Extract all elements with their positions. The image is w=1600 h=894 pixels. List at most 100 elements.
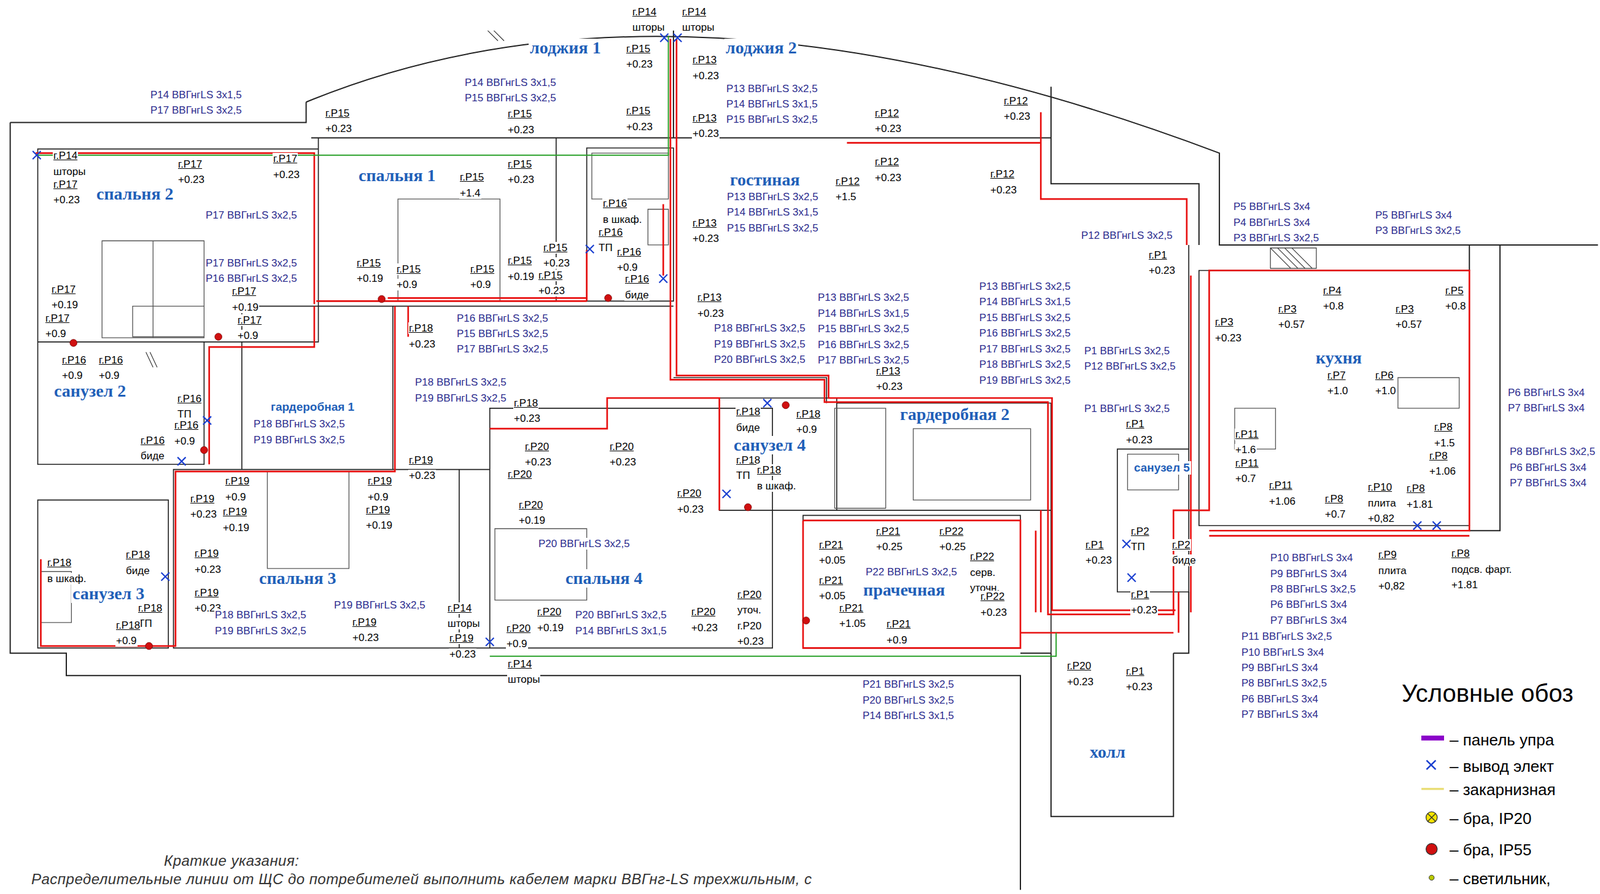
cable-label: Р14 ВВГнгLS 3х1,5 (464, 76, 557, 89)
cable-label: Р6 ВВГнгLS 3х4 (1240, 693, 1319, 705)
outlet-markers (32, 33, 1441, 646)
room-node: прачечная (862, 580, 947, 600)
outlet-label: +0.23 (408, 338, 436, 350)
outlet-label: +0.19 (365, 519, 393, 532)
cable-label: Р19 ВВГнгLS 3х2,5 (978, 374, 1072, 387)
outlet-label: уточ. (736, 604, 762, 616)
outlet-label: г.Р13 (875, 365, 901, 377)
cable-label: Р17 ВВГнгLS 3х2,5 (205, 257, 298, 269)
outlet-label: г.Р21 (875, 525, 901, 538)
outlet-label: г.Р11 (1234, 428, 1260, 441)
outlet-label: +0.23 (875, 380, 904, 393)
outlet-label: г.Р15 (507, 158, 533, 171)
outlet-label: +0.8 (1322, 300, 1345, 312)
outlet-label: +0.9 (505, 637, 529, 650)
outlet-label: +0.23 (52, 194, 81, 206)
outlet-label: г.Р15 (542, 241, 568, 254)
cable-label: Р20 ВВГнгLS 3х2,5 (537, 537, 631, 550)
outlet-label: г.Р12 (874, 155, 900, 168)
outlet-label: г.Р20 (524, 440, 550, 453)
outlet-label: г.Р18 (756, 464, 782, 476)
cable-label: Р3 ВВГнгLS 3х2,5 (1374, 224, 1462, 237)
legend-sconce-ip20 (1426, 811, 1438, 823)
outlet-label: г.Р10 (1367, 481, 1393, 494)
legend-swatch (1421, 735, 1445, 741)
outlet-label: г.Р20 (676, 487, 702, 500)
outlet-label: +0.23 (1214, 332, 1243, 344)
outlet-label: +0.25 (938, 540, 967, 553)
outlet-label: +0.23 (691, 127, 720, 140)
outlet-label: в шкаф. (756, 480, 797, 492)
outlet-label: г.Р1 (1125, 665, 1146, 678)
outlet-label: г.Р17 (50, 283, 77, 296)
legend-text: – панель упра (1448, 730, 1555, 750)
cable-label: Р1 ВВГнгLS 3х2,5 (1083, 345, 1171, 357)
outlet-label: в шкаф. (46, 572, 87, 585)
outlet-label: +0.23 (524, 456, 552, 468)
outlet-label: +0.19 (507, 270, 535, 283)
cable-label: Р18 ВВГнгLS 3х2,5 (214, 609, 307, 621)
cable-label: Р5 ВВГнгLS 3х4 (1232, 200, 1311, 213)
outlet-label: г.Р18 (408, 322, 434, 334)
outlet-label: +0.9 (396, 278, 419, 291)
outlet-label: г.Р16 (602, 197, 628, 210)
cable-label: Р14 ВВГнгLS 3х1,5 (978, 295, 1072, 308)
outlet-label: +0.23 (408, 469, 436, 482)
outlet-label: +0.05 (818, 554, 847, 567)
outlet-label: г.Р15 (356, 257, 382, 269)
cable-label: Р15 ВВГнгLS 3х2,5 (464, 92, 557, 104)
outlet-label: г.Р16 (98, 354, 124, 366)
outlet-label: г.Р17 (177, 158, 203, 171)
cable-label: Р17 ВВГнгLS 3х2,5 (978, 343, 1072, 355)
outlet-label: г.Р15 (507, 254, 533, 267)
cable-label: Р19 ВВГнгLS 3х2,5 (713, 338, 807, 350)
outlet-label: +0.23 (736, 635, 765, 648)
outlet-label: +0.9 (469, 278, 492, 291)
room-node: санузел 2 (52, 381, 128, 401)
outlet-label: +0.23 (625, 58, 654, 70)
cable-label: Р16 ВВГнгLS 3х2,5 (205, 272, 298, 285)
outlet-label: г.Р18 (735, 405, 761, 418)
outlet-label: г.Р11 (1234, 457, 1260, 470)
cable-label: Р14 ВВГнгLS 3х1,5 (726, 206, 820, 218)
outlet-label: г.Р14 (631, 6, 657, 18)
outlet-label: +0.23 (272, 168, 301, 181)
room-node: лоджия 2 (724, 38, 799, 58)
outlet-label: г.Р12 (834, 175, 861, 188)
room-node: санузел 4 (732, 435, 807, 455)
outlet-label: г.Р19 (448, 632, 474, 645)
outlet-label: г.Р22 (969, 550, 995, 563)
outlet-label: +0.23 (696, 307, 725, 320)
outlet-label: г.Р22 (979, 590, 1006, 603)
cable-label: Р19 ВВГнгLS 3х2,5 (414, 392, 508, 404)
outlet-label: шторы (631, 21, 665, 34)
outlet-label: +0.7 (1234, 472, 1257, 485)
cable-label: Р18 ВВГнгLS 3х2,5 (978, 358, 1072, 371)
outlet-label: г.Р20 (609, 440, 635, 453)
outlet-label: г.Р18 (46, 556, 72, 569)
outlet-label: +0.23 (1084, 554, 1113, 567)
outlet-label: биде (139, 450, 166, 462)
outlet-label: г.Р3 (1394, 303, 1415, 315)
outlet-label: +0.23 (609, 456, 637, 468)
outlet-label: г.Р9 (1377, 548, 1398, 561)
cable-label: Р20 ВВГнгLS 3х2,5 (862, 694, 955, 707)
cable-label: Р20 ВВГнгLS 3х2,5 (713, 353, 807, 366)
outlet-label: г.Р1 (1148, 249, 1168, 261)
outer-walls (10, 30, 1599, 890)
outlet-label: +0.9 (44, 327, 67, 340)
outlet-label: г.Р19 (367, 475, 393, 487)
outlet-label: г.Р20 (1066, 660, 1092, 672)
cable-label: Р7 ВВГнгLS 3х4 (1240, 708, 1319, 721)
outlet-label: ТП (1130, 540, 1146, 553)
outlet-label: +0.23 (351, 631, 380, 644)
outlet-label: г.Р20 (507, 468, 533, 481)
outlet-label: г.Р21 (885, 618, 912, 630)
outlet-label: г.Р1 (1130, 588, 1150, 601)
cable-label: Р8 ВВГнгLS 3х2,5 (1509, 445, 1596, 458)
outlet-label: +0.23 (507, 124, 535, 136)
outlet-label: +0.19 (356, 272, 384, 285)
room-node: холл (1088, 742, 1127, 762)
outlet-label: +0.7 (1324, 508, 1347, 521)
outlet-label: г.Р16 (616, 246, 642, 258)
